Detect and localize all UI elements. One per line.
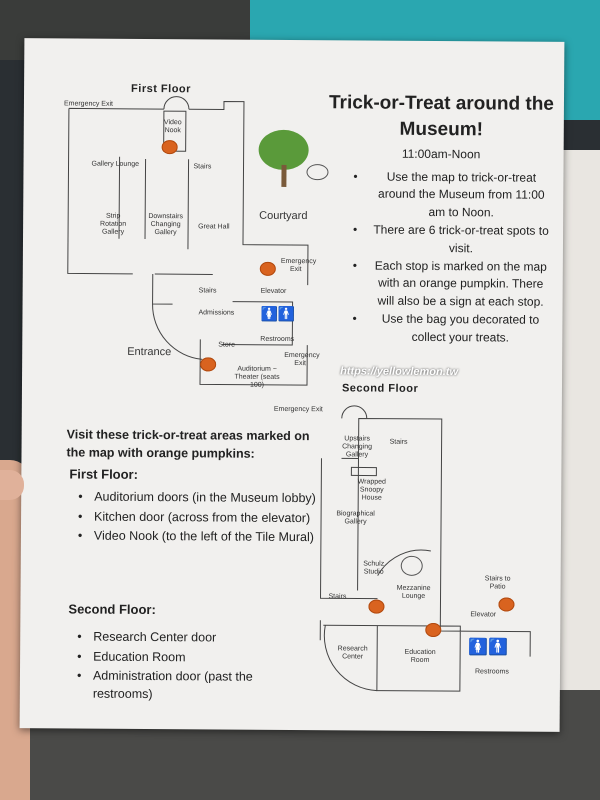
list-item: Video Nook (to the left of the Tile Mura…	[76, 527, 316, 546]
restroom-icon: 🚺🚹	[468, 639, 509, 657]
label-elevator: Elevator	[470, 611, 497, 619]
first-floor-list: Auditorium doors (in the Museum lobby) K…	[76, 488, 316, 548]
label-mezzanine-lounge: Mezzanine Lounge	[396, 584, 431, 600]
first-floor-walls	[67, 96, 309, 386]
second-floor-list: Research Center door Education Room Admi…	[75, 628, 316, 706]
label-education-room: Education Room	[404, 648, 436, 665]
label-stairs: Stairs	[389, 438, 408, 446]
pumpkin-marker	[425, 622, 442, 638]
label-schulz-studio: Schulz Studio	[363, 560, 385, 576]
second-floor-walls	[319, 405, 531, 692]
list-item: Research Center door	[75, 628, 315, 647]
thumb	[0, 470, 24, 500]
visit-heading: Visit these trick-or-treat areas marked …	[66, 427, 310, 461]
pumpkin-marker	[368, 599, 385, 614]
second-floor-list-heading: Second Floor:	[68, 601, 156, 618]
list-item: Auditorium doors (in the Museum lobby)	[76, 488, 316, 507]
list-item: Education Room	[75, 648, 315, 667]
list-item: Administration door (past the restrooms)	[75, 667, 315, 704]
pumpkin-marker	[498, 597, 515, 612]
lounge-seat-icon	[400, 555, 423, 576]
label-stairs: Stairs	[328, 593, 347, 601]
list-item: Kitchen door (across from the elevator)	[76, 508, 316, 527]
label-restrooms: Restrooms	[474, 668, 509, 676]
first-floor-list-heading: First Floor:	[69, 466, 139, 482]
flyer: First Floor Emergency Exit Video Nook Ga…	[19, 38, 565, 732]
label-upstairs-changing-gallery: Upstairs Changing Gallery	[342, 435, 373, 459]
label-biographical-gallery: Biographical Gallery	[336, 510, 375, 526]
label-research-center: Research Center	[337, 645, 368, 661]
label-stairs-to-patio: Stairs to Patio	[484, 575, 511, 591]
label-wrapped-snoopy-house: Wrapped Snoopy House	[357, 478, 386, 502]
